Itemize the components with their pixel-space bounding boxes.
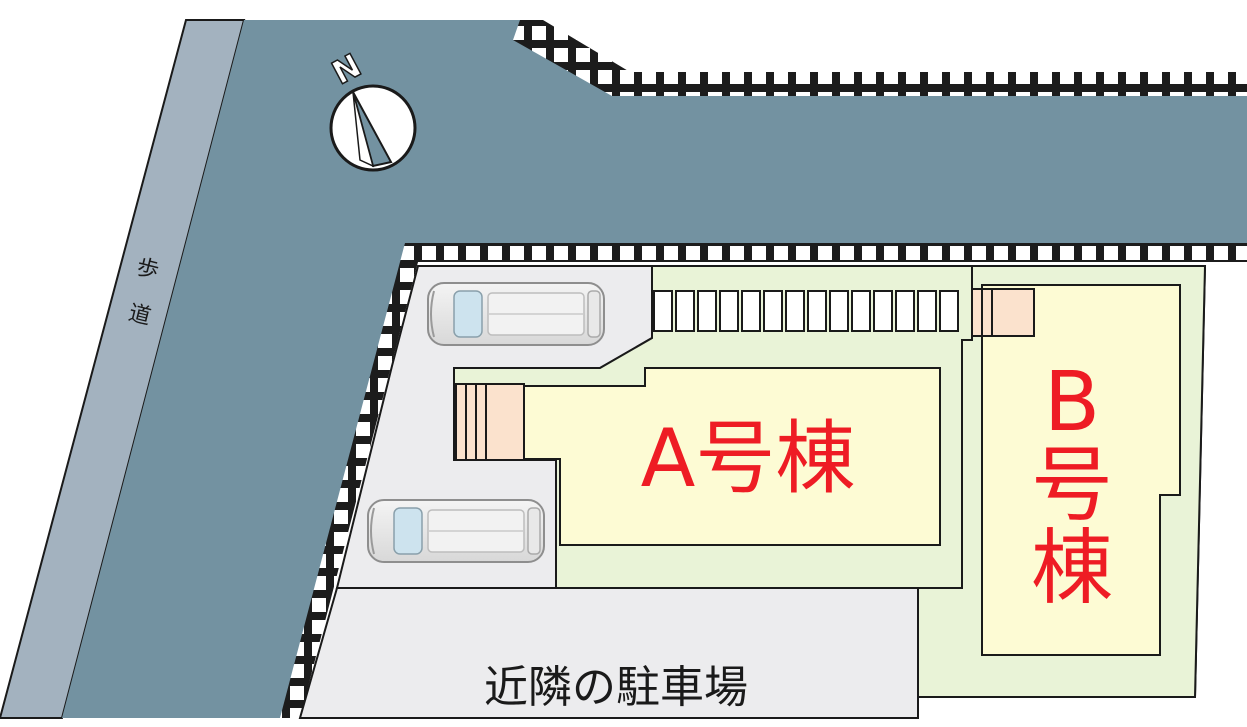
curb-edges xyxy=(280,20,1247,718)
building-b-label-2: 号 xyxy=(1031,438,1113,533)
neighbor-parking-label: 近隣の駐車場 xyxy=(484,662,748,713)
road xyxy=(62,20,1247,718)
building-b-label-3: 棟 xyxy=(1031,521,1113,616)
building-a xyxy=(523,367,941,546)
building-a-label: A号棟 xyxy=(641,412,856,505)
building-b xyxy=(981,284,1181,656)
car-icon xyxy=(427,282,605,346)
fence-blocks xyxy=(653,290,959,332)
building-b-entrance xyxy=(971,288,1035,337)
compass-icon xyxy=(329,84,417,172)
building-b-label-1: B xyxy=(1044,355,1100,450)
car-icon xyxy=(367,499,545,563)
building-a-entrance xyxy=(455,383,525,461)
